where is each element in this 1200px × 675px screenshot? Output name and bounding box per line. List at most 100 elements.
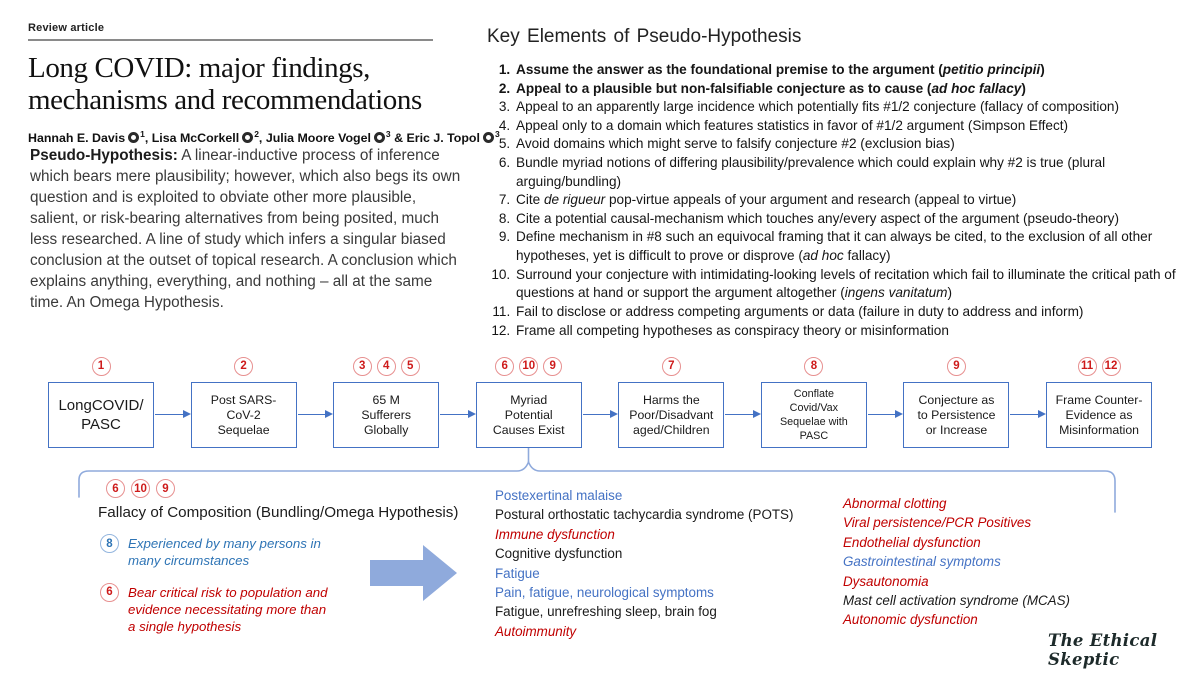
flow-arrow [297,356,334,448]
orcid-icon [482,131,494,143]
fallacy-title: Fallacy of Composition (Bundling/Omega H… [98,504,459,521]
symptom-item: Dysautonomia [843,573,929,589]
flow-arrow [867,356,904,448]
symptom-item: Postexertinal malaise [495,488,623,503]
symptom-item: Mast cell activation syndrome (MCAS) [843,593,1070,609]
step-number-badge: 4 [376,356,396,376]
flow-arrow [439,356,476,448]
step-number-badge: 5 [400,356,420,376]
key-element-item: Cite a potential causal-mechanism which … [514,210,1199,229]
author-superscript: 3 [494,128,500,139]
step-number-badge: 8 [804,356,824,376]
fallacy-note-text: Experienced by many persons in many circu… [128,534,321,570]
step-number-badge: 1 [91,356,111,376]
key-element-text: ) [1040,62,1045,77]
key-element-text: ingens vanitatum [844,285,948,301]
fallacy-note: 8 Experienced by many persons in many circ… [100,534,460,570]
fallacy-note-line: Experienced by many persons in [128,536,321,551]
key-element-text: de rigueur [543,192,606,208]
flow-box-line: Post SARS- [210,392,277,407]
flow-box-line: Sequelae [217,422,270,437]
flow-box-line: Sequelae with [779,416,848,428]
symptom-item: Autoimmunity [495,623,577,639]
masthead-divider [28,39,433,41]
flow-box-line: Potential [504,407,553,422]
flow-box: LongCOVID/PASC [48,382,154,448]
key-element-text: Avoid domains which might serve to falsi… [516,136,955,152]
author-superscript: 2 [254,128,259,139]
step-number-badge: 6 [106,479,125,498]
signature: The Ethical Skeptic [1048,631,1158,669]
pseudo-hypothesis-definition: Pseudo-Hypothesis: A linear-inductive pr… [30,146,468,314]
author-name: Eric J. Topol [406,130,480,145]
flow-box-line: Covid/Vax [789,401,839,414]
symptom-item: Cognitive dysfunction [495,546,623,562]
flow-step-badges: 2 [234,356,254,376]
flow-box-line: Globally [363,422,409,437]
symptom-item: Pain, fatigue, neurological symptoms [495,585,714,601]
flow-box-line: Sufferers [361,407,411,422]
author-name: Lisa McCorkell [151,130,240,145]
flow-arrow [1009,356,1046,448]
key-element-item: Appeal to a plausible but non-falsifiabl… [514,80,1199,99]
key-element-item: Appeal only to a domain which features s… [514,117,1199,136]
step-number-badge: 11 [1077,356,1097,376]
flow-box-line: Conflate [793,387,834,400]
key-element-item: Fail to disclose or address competing ar… [514,303,1199,322]
fallacy-note-line: a single hypothesis [128,619,242,635]
flow-box-line: Myriad [510,392,548,407]
flow-arrow-line [725,410,761,418]
step-number-badge: 6 [100,582,119,602]
flow-box-line: PASC [799,430,829,443]
author-separator: , [144,130,152,145]
flow-arrow-line [1010,410,1046,418]
orcid-icon [242,131,254,143]
author-superscript: 1 [140,128,145,139]
step-number-badge: 8 [100,534,119,553]
step-number-badge: 10 [519,356,539,376]
flow-arrow [154,356,191,448]
flow-arrow [724,356,761,448]
fallacy-notes: 8 Experienced by many persons in many circ… [100,534,460,635]
key-element-text: ) [1021,80,1026,96]
step-number-badge: 9 [946,356,966,376]
symptom-item: Fatigue, unrefreshing sleep, brain fog [495,604,717,620]
key-elements-title: Key Elements of Pseudo-Hypothesis [487,26,802,47]
symptom-item: Autonomic dysfunction [843,612,978,628]
key-element-text: Bundle myriad notions of differing plaus… [516,155,1106,189]
flow-box-line: Frame Counter- [1055,392,1143,407]
fallacy-note-line: many circumstances [128,553,250,569]
flow-box-line: or Increase [925,422,988,437]
flow-box-line: PASC [81,416,121,433]
author-separator: & [390,130,407,145]
flow-step-badges: 8 [804,356,824,376]
key-elements-list: Assume the answer as the foundational pr… [487,61,1199,340]
fallacy-note-line: Bear critical risk to population and [128,584,328,600]
flow-box-line: aged/Children [633,422,710,437]
flow-box-line: Conjecture as [918,392,995,407]
step-number-badge: 12 [1101,356,1121,376]
paper-title: Long COVID: major findings, mechanisms a… [28,52,422,116]
flow-arrow-line [867,410,903,418]
flow-box-line: 65 M [372,392,400,407]
step-number-badge: 10 [131,479,150,498]
flow-step-badges: 9 [946,356,966,376]
